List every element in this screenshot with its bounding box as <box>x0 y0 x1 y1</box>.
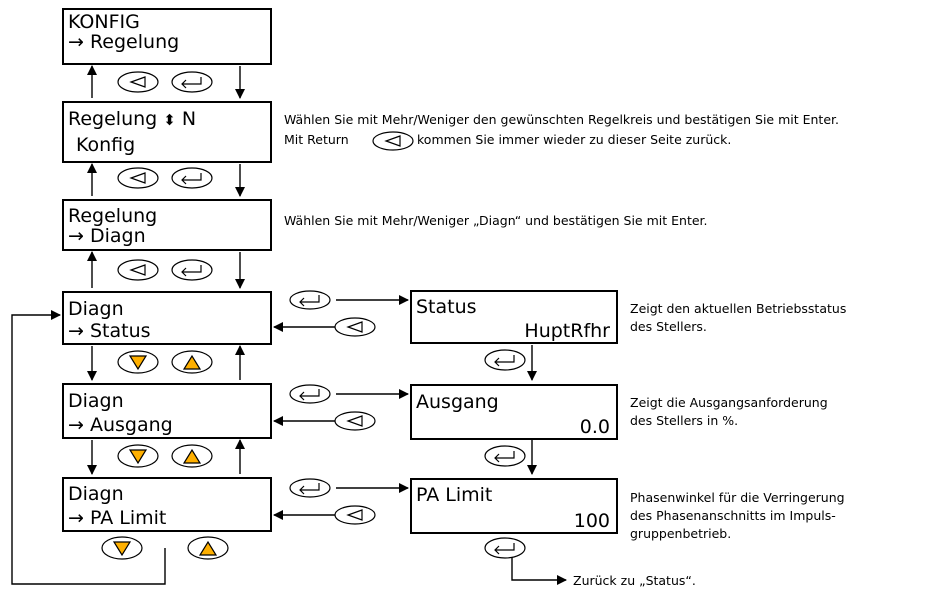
note-status-2: des Stellers. <box>630 319 707 334</box>
note-pa-2: des Phasenanschnitts im Impuls- <box>630 508 836 523</box>
return-key-icon <box>372 131 414 151</box>
enter-key-icon <box>484 537 526 559</box>
return-key-icon <box>117 167 159 189</box>
down-key-icon <box>117 444 159 468</box>
up-key-icon <box>171 444 213 468</box>
return-key-icon <box>334 505 376 525</box>
note-return-pre: Mit Return <box>284 132 349 147</box>
enter-key-icon <box>171 71 213 93</box>
return-key-icon <box>334 411 376 431</box>
note-select-loop: Wählen Sie mit Mehr/Weniger den gewünsch… <box>284 112 839 127</box>
box-line2: → Regelung <box>68 31 180 53</box>
note-select-diagn: Wählen Sie mit Mehr/Weniger „Diagn“ und … <box>284 213 708 228</box>
ausgang-value-box: Ausgang 0.0 <box>410 384 618 440</box>
return-key-icon <box>117 259 159 281</box>
box-line1: Diagn <box>68 390 124 412</box>
box-line2: → Ausgang <box>68 414 173 436</box>
note-return-post: kommen Sie immer wieder zu dieser Seite … <box>417 132 732 147</box>
status-value-box: Status HuptRfhr <box>410 290 618 344</box>
value-title: PA Limit <box>416 484 493 506</box>
box-line2: → PA Limit <box>68 507 167 529</box>
box-line2: → Status <box>68 320 151 342</box>
diagn-palimit-box: Diagn → PA Limit <box>62 477 272 532</box>
palimit-value-box: PA Limit 100 <box>410 478 618 534</box>
enter-key-icon <box>484 445 526 467</box>
note-pa-1: Phasenwinkel für die Verringerung <box>630 490 845 505</box>
enter-key-icon <box>289 290 331 310</box>
note-ausgang-1: Zeigt die Ausgangsanforderung <box>630 395 828 410</box>
enter-key-icon <box>171 167 213 189</box>
box-line2: → Diagn <box>68 225 146 247</box>
regelung-diagn-box: Regelung → Diagn <box>62 199 272 251</box>
box-line2: Konfig <box>76 134 136 156</box>
enter-key-icon <box>484 349 526 371</box>
up-key-icon <box>187 536 229 560</box>
up-down-icon: ⬍ <box>163 111 176 129</box>
value-reading: HuptRfhr <box>524 320 610 342</box>
down-key-icon <box>117 350 159 374</box>
box-line1: Diagn <box>68 298 124 320</box>
loop-back-line <box>11 310 166 585</box>
diagn-ausgang-box: Diagn → Ausgang <box>62 383 272 439</box>
note-status-1: Zeigt den aktuellen Betriebsstatus <box>630 301 847 316</box>
box-line1: KONFIG <box>68 11 140 33</box>
note-pa-3: gruppenbetrieb. <box>630 526 732 541</box>
diagn-status-box: Diagn → Status <box>62 291 272 345</box>
note-back-to-status: Zurück zu „Status“. <box>573 573 696 588</box>
value-reading: 0.0 <box>579 416 610 438</box>
regelung-label: Regelung <box>68 108 158 130</box>
return-key-icon <box>334 317 376 337</box>
box-line1: Diagn <box>68 483 124 505</box>
enter-key-icon <box>171 259 213 281</box>
konfig-box: KONFIG → Regelung <box>62 8 272 65</box>
note-ausgang-2: des Stellers in %. <box>630 413 739 428</box>
regelung-select-box: Regelung ⬍ N Konfig <box>62 101 272 163</box>
value-title: Ausgang <box>416 391 499 413</box>
down-key-icon <box>101 536 143 560</box>
box-line1: Regelung ⬍ N <box>68 109 196 130</box>
loop-number: N <box>181 108 197 130</box>
up-key-icon <box>171 350 213 374</box>
value-reading: 100 <box>573 510 610 532</box>
enter-key-icon <box>289 478 331 498</box>
box-line1: Regelung <box>68 205 158 227</box>
return-key-icon <box>117 71 159 93</box>
enter-key-icon <box>289 384 331 404</box>
value-title: Status <box>416 296 477 318</box>
